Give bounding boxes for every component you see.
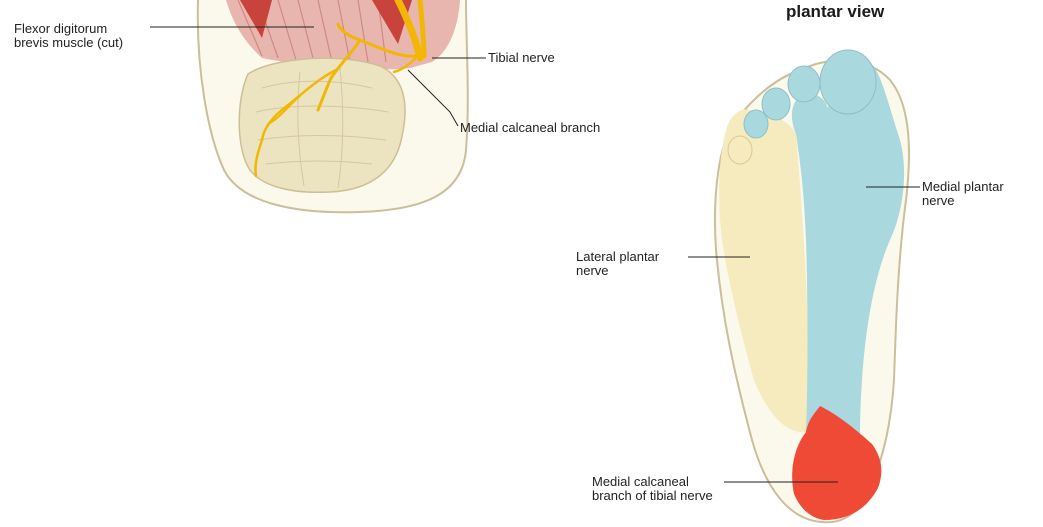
second-toe	[788, 66, 820, 102]
big-toe	[820, 50, 876, 114]
heel-dissection	[198, 0, 468, 212]
label-medial-calcaneal-tibial: Medial calcaneal branch of tibial nerve	[592, 475, 713, 503]
fourth-toe	[744, 110, 768, 138]
label-tibial-nerve: Tibial nerve	[488, 51, 555, 65]
label-lateral-plantar-nerve: Lateral plantar nerve	[576, 250, 659, 278]
view-title: plantar view	[786, 2, 884, 22]
plantar-foot	[715, 50, 909, 522]
little-toe	[728, 136, 752, 164]
label-medial-calcaneal-branch: Medial calcaneal branch	[460, 121, 600, 135]
label-medial-plantar-nerve: Medial plantar nerve	[922, 180, 1004, 208]
label-flexor-digitorum: Flexor digitorum brevis muscle (cut)	[14, 22, 123, 50]
third-toe	[762, 88, 790, 120]
